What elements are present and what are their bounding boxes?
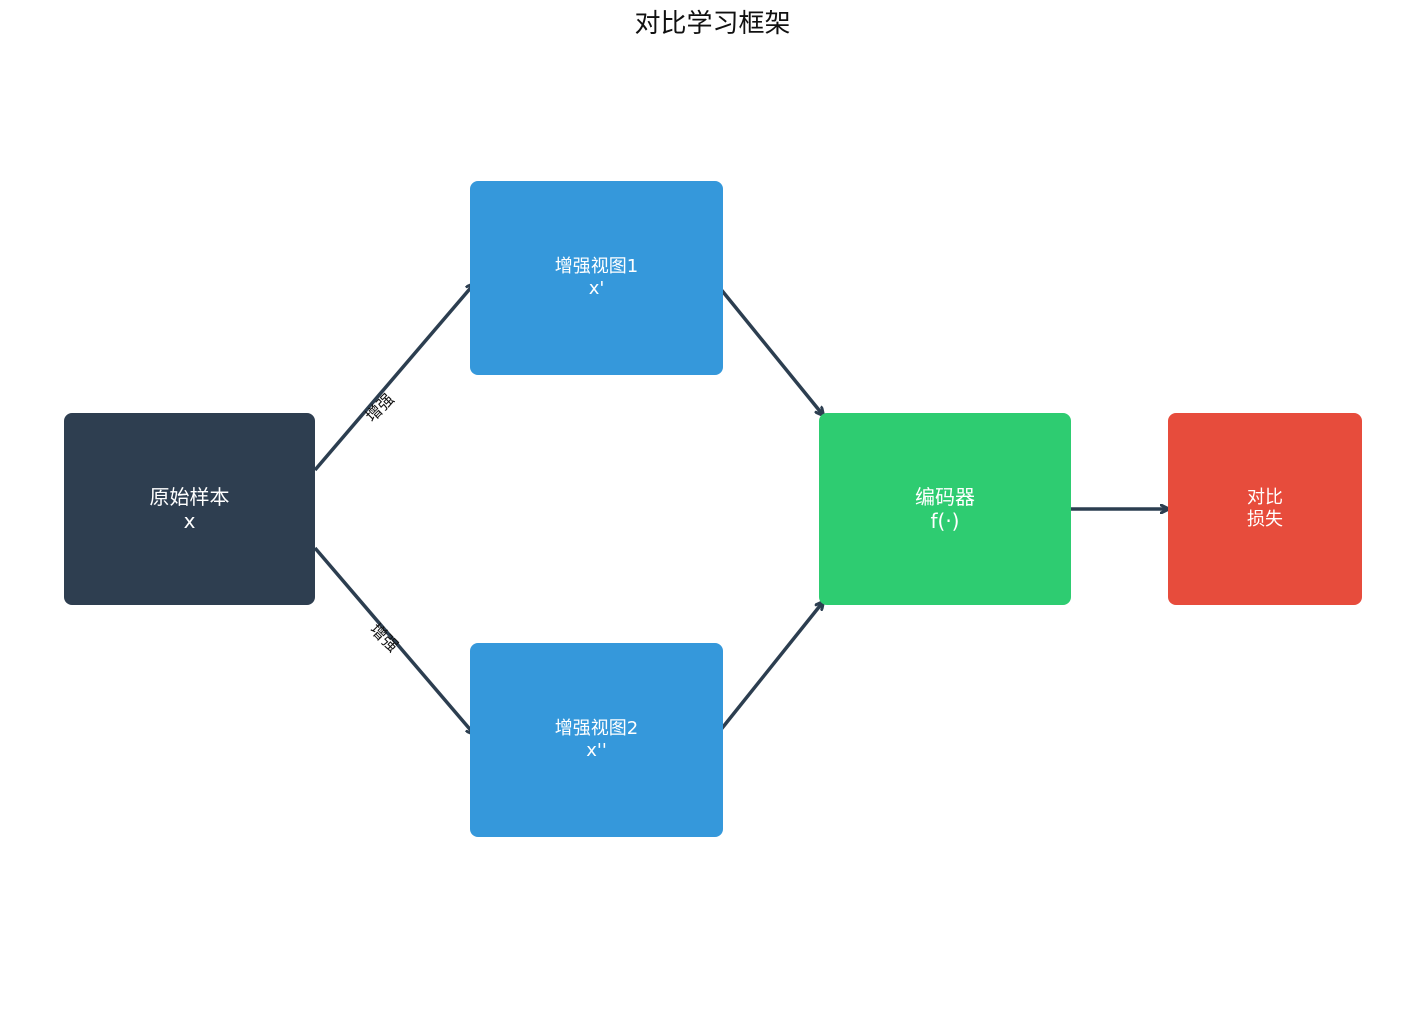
- edge-input-to-view1: [313, 284, 474, 472]
- edge-view2-to-encoder: [713, 602, 823, 739]
- node-augmented-view-1-symbol: x': [588, 278, 605, 299]
- node-contrastive-loss-line1: 对比: [1247, 487, 1283, 508]
- node-contrastive-loss: 对比 损失: [1168, 413, 1362, 605]
- node-augmented-view-1: 增强视图1 x': [470, 181, 723, 375]
- node-original-sample: 原始样本 x: [64, 413, 315, 605]
- node-augmented-view-2: 增强视图2 x'': [470, 643, 723, 837]
- node-original-sample-label: 原始样本: [149, 485, 230, 509]
- node-encoder: 编码器 f(·): [819, 413, 1071, 605]
- node-original-sample-symbol: x: [183, 509, 196, 533]
- node-encoder-label: 编码器: [915, 485, 975, 509]
- node-augmented-view-1-label: 增强视图1: [554, 256, 639, 277]
- node-contrastive-loss-line2: 损失: [1247, 509, 1283, 530]
- node-augmented-view-2-symbol: x'': [586, 740, 607, 761]
- edge-view1-to-encoder: [713, 280, 823, 415]
- diagram-title: 对比学习框架: [634, 9, 791, 39]
- node-encoder-symbol: f(·): [930, 509, 960, 533]
- edge-input-to-view2: [313, 546, 474, 734]
- node-augmented-view-2-label: 增强视图2: [554, 718, 639, 739]
